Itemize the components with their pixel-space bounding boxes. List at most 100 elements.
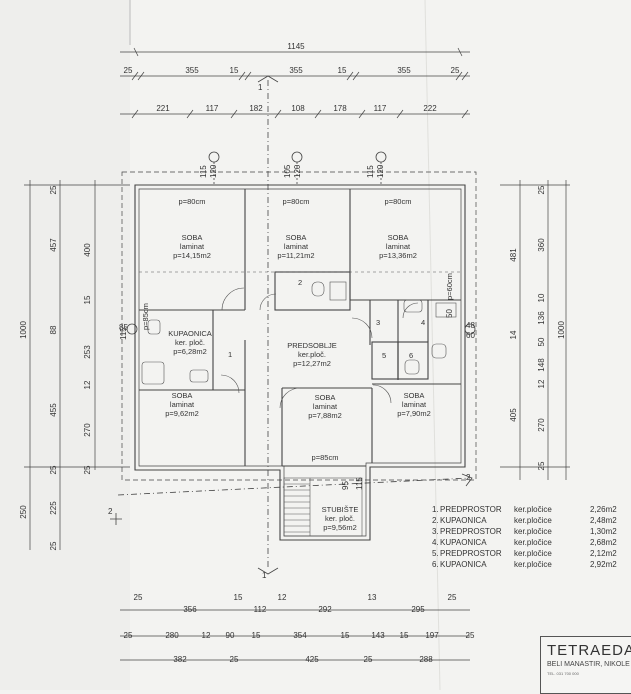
dim-top-total: 1145 <box>287 42 305 51</box>
legend-area: 2,12m2 <box>590 549 617 558</box>
room-name-predsoblje: PREDSOBLJE <box>287 341 337 350</box>
section-mark-top: 1 <box>258 83 263 92</box>
room-number-3: 3 <box>376 318 380 327</box>
legend-floor: ker.pločice <box>514 560 552 569</box>
dim-bottom-row1: 112 <box>254 605 267 614</box>
dim-left-inner2: 400 <box>83 243 92 257</box>
room-number-5: 5 <box>382 351 386 360</box>
dim-right-small: 60 <box>466 331 475 340</box>
dim-right-inner2: 25 <box>537 461 546 470</box>
room-floor-soba1: laminat <box>180 242 205 251</box>
dim-left-inner: 88 <box>49 325 58 334</box>
dim-top-row2: 117 <box>206 104 219 113</box>
room-area-kupaonica: p=6,28m2 <box>173 347 207 356</box>
staircase <box>283 477 363 537</box>
dim-bottom-row2: 25 <box>466 631 475 640</box>
dim-right-inner2: 10 <box>537 293 546 302</box>
dim-top-row2: 117 <box>374 104 387 113</box>
section-mark-bottom: 1 <box>262 571 267 580</box>
dim-left-inner: 25 <box>49 541 58 550</box>
legend-area: 2,26m2 <box>590 505 617 514</box>
dim-bottom-row2: 197 <box>425 631 439 640</box>
company-name: TETRAEDAR <box>547 642 631 659</box>
dim-bottom-row1: 295 <box>411 605 425 614</box>
dim-bottom-row2: 280 <box>165 631 179 640</box>
room-area-soba2: p=11,21m2 <box>277 251 314 260</box>
room-area-soba6: p=7,90m2 <box>397 409 431 418</box>
dim-left-inner2: 25 <box>83 465 92 474</box>
dim-bottom-row1: 12 <box>278 593 287 602</box>
legend-floor: ker.pločice <box>514 505 552 514</box>
dim-bottom-row1: 15 <box>234 593 243 602</box>
title-block: TETRAEDAR BELI MANASTIR, NIKOLE TEL. 031… <box>540 636 631 694</box>
room-floor-stubiste: ker. ploč. <box>325 514 355 523</box>
room-name-stubiste: STUBIŠTE <box>322 505 359 514</box>
dim-window: 105 <box>283 164 292 178</box>
dim-bottom-row2: 15 <box>341 631 350 640</box>
room-name-soba2: SOBA <box>286 233 307 242</box>
room-name-soba4: SOBA <box>172 391 193 400</box>
dim-top-row1: 15 <box>338 66 347 75</box>
window-markers <box>126 151 476 335</box>
dim-top-row1: 25 <box>451 66 460 75</box>
door-width-soba1: p=80cm <box>179 197 206 206</box>
legend-floor: ker.pločice <box>514 549 552 558</box>
dim-left-inner: 25 <box>49 465 58 474</box>
room-name-soba3: SOBA <box>388 233 409 242</box>
dim-bottom-row3: 25 <box>364 655 373 664</box>
legend-number: 2. <box>432 516 439 525</box>
room-area-soba3: p=13,36m2 <box>379 251 417 260</box>
legend-room-name: PREDPROSTOR <box>440 549 502 558</box>
room-numbers: 1 2 3 4 5 6 <box>228 278 425 360</box>
legend-area: 2,68m2 <box>590 538 617 547</box>
room-number-4: 4 <box>421 318 425 327</box>
legend-room-name: KUPAONICA <box>440 560 487 569</box>
section-line-1 <box>257 75 279 575</box>
legend-number: 3. <box>432 527 439 536</box>
dim-bottom-row2: 25 <box>124 631 133 640</box>
dim-bottom-row1: 292 <box>318 605 332 614</box>
stair-dim-115: 115 <box>355 477 364 490</box>
dim-top-row1: 15 <box>230 66 239 75</box>
dim-bottom-row2: 90 <box>226 631 235 640</box>
legend-area: 1,30m2 <box>590 527 617 536</box>
dim-window: 115 <box>199 165 208 178</box>
section-mark-2-right: 2 <box>466 473 471 482</box>
dim-top-row2: 221 <box>156 104 170 113</box>
room-floor-predsoblje: ker.ploč. <box>298 350 326 359</box>
legend-room-name: PREDPROSTOR <box>440 527 502 536</box>
room-name-kupaonica: KUPAONICA <box>168 329 212 338</box>
dim-bottom-row1: 25 <box>448 593 457 602</box>
room-number-1: 1 <box>228 350 232 359</box>
dim-bottom-row3: 382 <box>173 655 187 664</box>
legend-number: 6. <box>432 560 439 569</box>
legend-number: 4. <box>432 538 439 547</box>
building-walls <box>121 171 477 541</box>
dim-bottom-row3: 425 <box>305 655 319 664</box>
company-place: BELI MANASTIR, NIKOLE <box>547 661 630 668</box>
dim-right-inner2: 25 <box>537 185 546 194</box>
door-width-soba2: p=80cm <box>283 197 310 206</box>
dim-top-row2: 108 <box>291 104 305 113</box>
section-line-2 <box>110 473 473 525</box>
dim-left-small: 85 <box>119 323 128 332</box>
door-swings <box>220 287 419 409</box>
dim-top-row1: 355 <box>185 66 199 75</box>
dim-left-inner2: 270 <box>83 423 92 437</box>
dim-bottom-row1: 356 <box>183 605 197 614</box>
legend-floor: ker.pločice <box>514 516 552 525</box>
dim-top-row1: 355 <box>397 66 411 75</box>
dim-right-inner2: 148 <box>537 358 546 372</box>
section-mark-2-left: 2 <box>108 507 113 516</box>
room-floor-soba4: laminat <box>170 400 195 409</box>
dim-bottom-row2: 15 <box>252 631 261 640</box>
company-tel: TEL. 031 700 000 <box>547 671 579 676</box>
dim-window: 120 <box>293 164 302 178</box>
dim-left-inner2: 12 <box>83 380 92 389</box>
room-area-predsoblje: p=12,27m2 <box>293 359 331 368</box>
legend-room-name: KUPAONICA <box>440 516 487 525</box>
legend-floor: ker.pločice <box>514 527 552 536</box>
dim-left-1000: 1000 <box>19 321 28 339</box>
door-width-soba3: p=80cm <box>385 197 412 206</box>
room-area-soba1: p=14,15m2 <box>173 251 211 260</box>
